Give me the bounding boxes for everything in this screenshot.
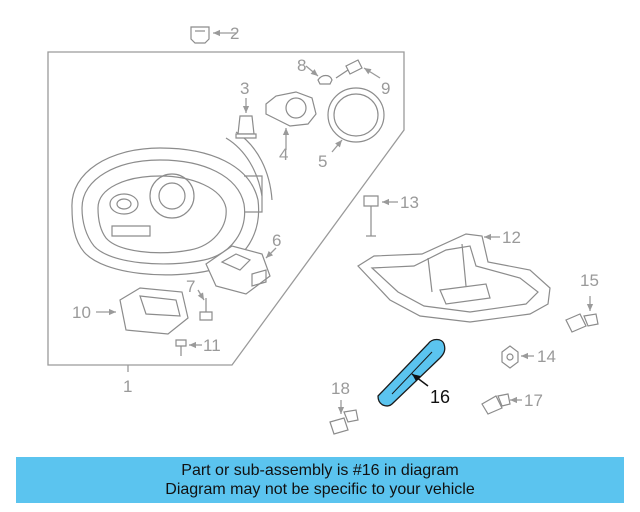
callout-1: 1 [123, 377, 132, 396]
part-13-bolt [363, 195, 398, 237]
callout-6: 6 [272, 231, 281, 250]
part-6-module [205, 245, 277, 295]
callout-14: 14 [537, 347, 556, 366]
part-12-bracket [357, 233, 551, 323]
callout-7: 7 [186, 277, 195, 296]
callout-5: 5 [318, 152, 327, 171]
callout-13: 13 [400, 193, 419, 212]
callout-12: 12 [502, 228, 521, 247]
part-9-screw [335, 59, 381, 79]
part-8-clip [305, 65, 333, 85]
part-7-screw [197, 289, 213, 321]
callout-17: 17 [524, 391, 543, 410]
callout-9: 9 [381, 79, 390, 98]
callout-4: 4 [279, 145, 288, 164]
callout-2: 2 [230, 24, 239, 43]
callout-15: 15 [580, 271, 599, 290]
part-4-socket [265, 91, 317, 150]
callout-10: 10 [72, 303, 91, 322]
part-2-nut [190, 26, 236, 44]
headlamp-assembly-outline [47, 51, 405, 372]
part-18-bolt [329, 400, 359, 435]
headlamp-housing [71, 131, 273, 276]
callout-8: 8 [297, 56, 306, 75]
part-10-ballast [96, 287, 189, 335]
banner-line-1: Part or sub-assembly is #16 in diagram [181, 462, 459, 479]
callout-16: 16 [430, 387, 450, 407]
part-3-bulb [235, 98, 257, 139]
part-15-screw [565, 296, 599, 333]
callout-18: 18 [331, 379, 350, 398]
part-5-seal [327, 87, 385, 153]
part-16-trim [377, 338, 446, 407]
part-17-bolt [481, 393, 522, 415]
info-banner: Part or sub-assembly is #16 in diagram D… [16, 457, 624, 503]
callout-3: 3 [240, 79, 249, 98]
part-14-nut [501, 345, 534, 369]
callout-11: 11 [203, 336, 221, 355]
banner-line-2: Diagram may not be specific to your vehi… [165, 481, 475, 498]
part-11-bolt [175, 339, 202, 356]
